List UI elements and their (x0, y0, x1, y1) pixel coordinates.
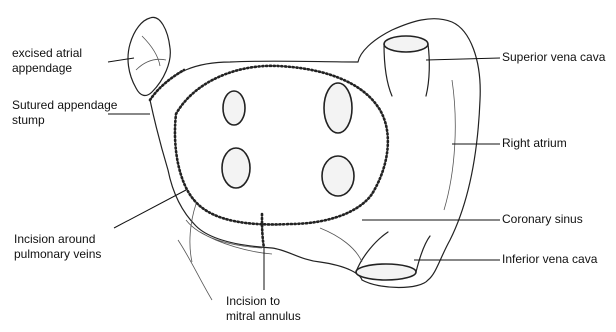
leader-incision-pulmonary (114, 190, 186, 228)
label-superior-vena-cava: Superior vena cava (502, 50, 605, 65)
atrium-outline (150, 19, 480, 288)
shading-lines (178, 80, 455, 300)
pulmonary-vein-lower-right (322, 156, 354, 196)
pulmonary-vein-upper-right (324, 83, 352, 133)
leader-excised-appendage (108, 58, 134, 62)
label-excised-appendage-line1: excised atrial (12, 46, 82, 61)
pulmonary-vein-lower-left (222, 148, 250, 188)
label-incision-mitral: Incision to mitral annulus (226, 294, 301, 324)
label-inferior-vena-cava: Inferior vena cava (502, 252, 597, 267)
label-sutured-stump-line1: Sutured appendage (12, 98, 117, 113)
label-coronary-sinus: Coronary sinus (502, 212, 583, 227)
label-right-atrium: Right atrium (502, 136, 567, 151)
label-sutured-stump-line2: stump (12, 113, 117, 128)
label-incision-mitral-line2: mitral annulus (226, 309, 301, 324)
label-excised-appendage: excised atrial appendage (12, 46, 82, 76)
label-incision-mitral-line1: Incision to (226, 294, 301, 309)
label-incision-pulmonary: Incision around pulmonary veins (14, 232, 101, 262)
label-sutured-stump: Sutured appendage stump (12, 98, 117, 128)
appendage-stump-suture (150, 70, 184, 100)
label-incision-pulmonary-line1: Incision around (14, 232, 101, 247)
inferior-vena-cava-opening (356, 264, 416, 280)
leader-superior-vena-cava (426, 58, 500, 60)
mitral-incision-suture (262, 214, 264, 248)
excised-appendage-shading (136, 36, 166, 70)
pulmonary-vein-upper-left (223, 91, 245, 125)
label-excised-appendage-line2: appendage (12, 61, 82, 76)
superior-vena-cava-opening (384, 36, 428, 52)
label-incision-pulmonary-line2: pulmonary veins (14, 247, 101, 262)
pulmonary-vein-suture-line (175, 66, 388, 225)
